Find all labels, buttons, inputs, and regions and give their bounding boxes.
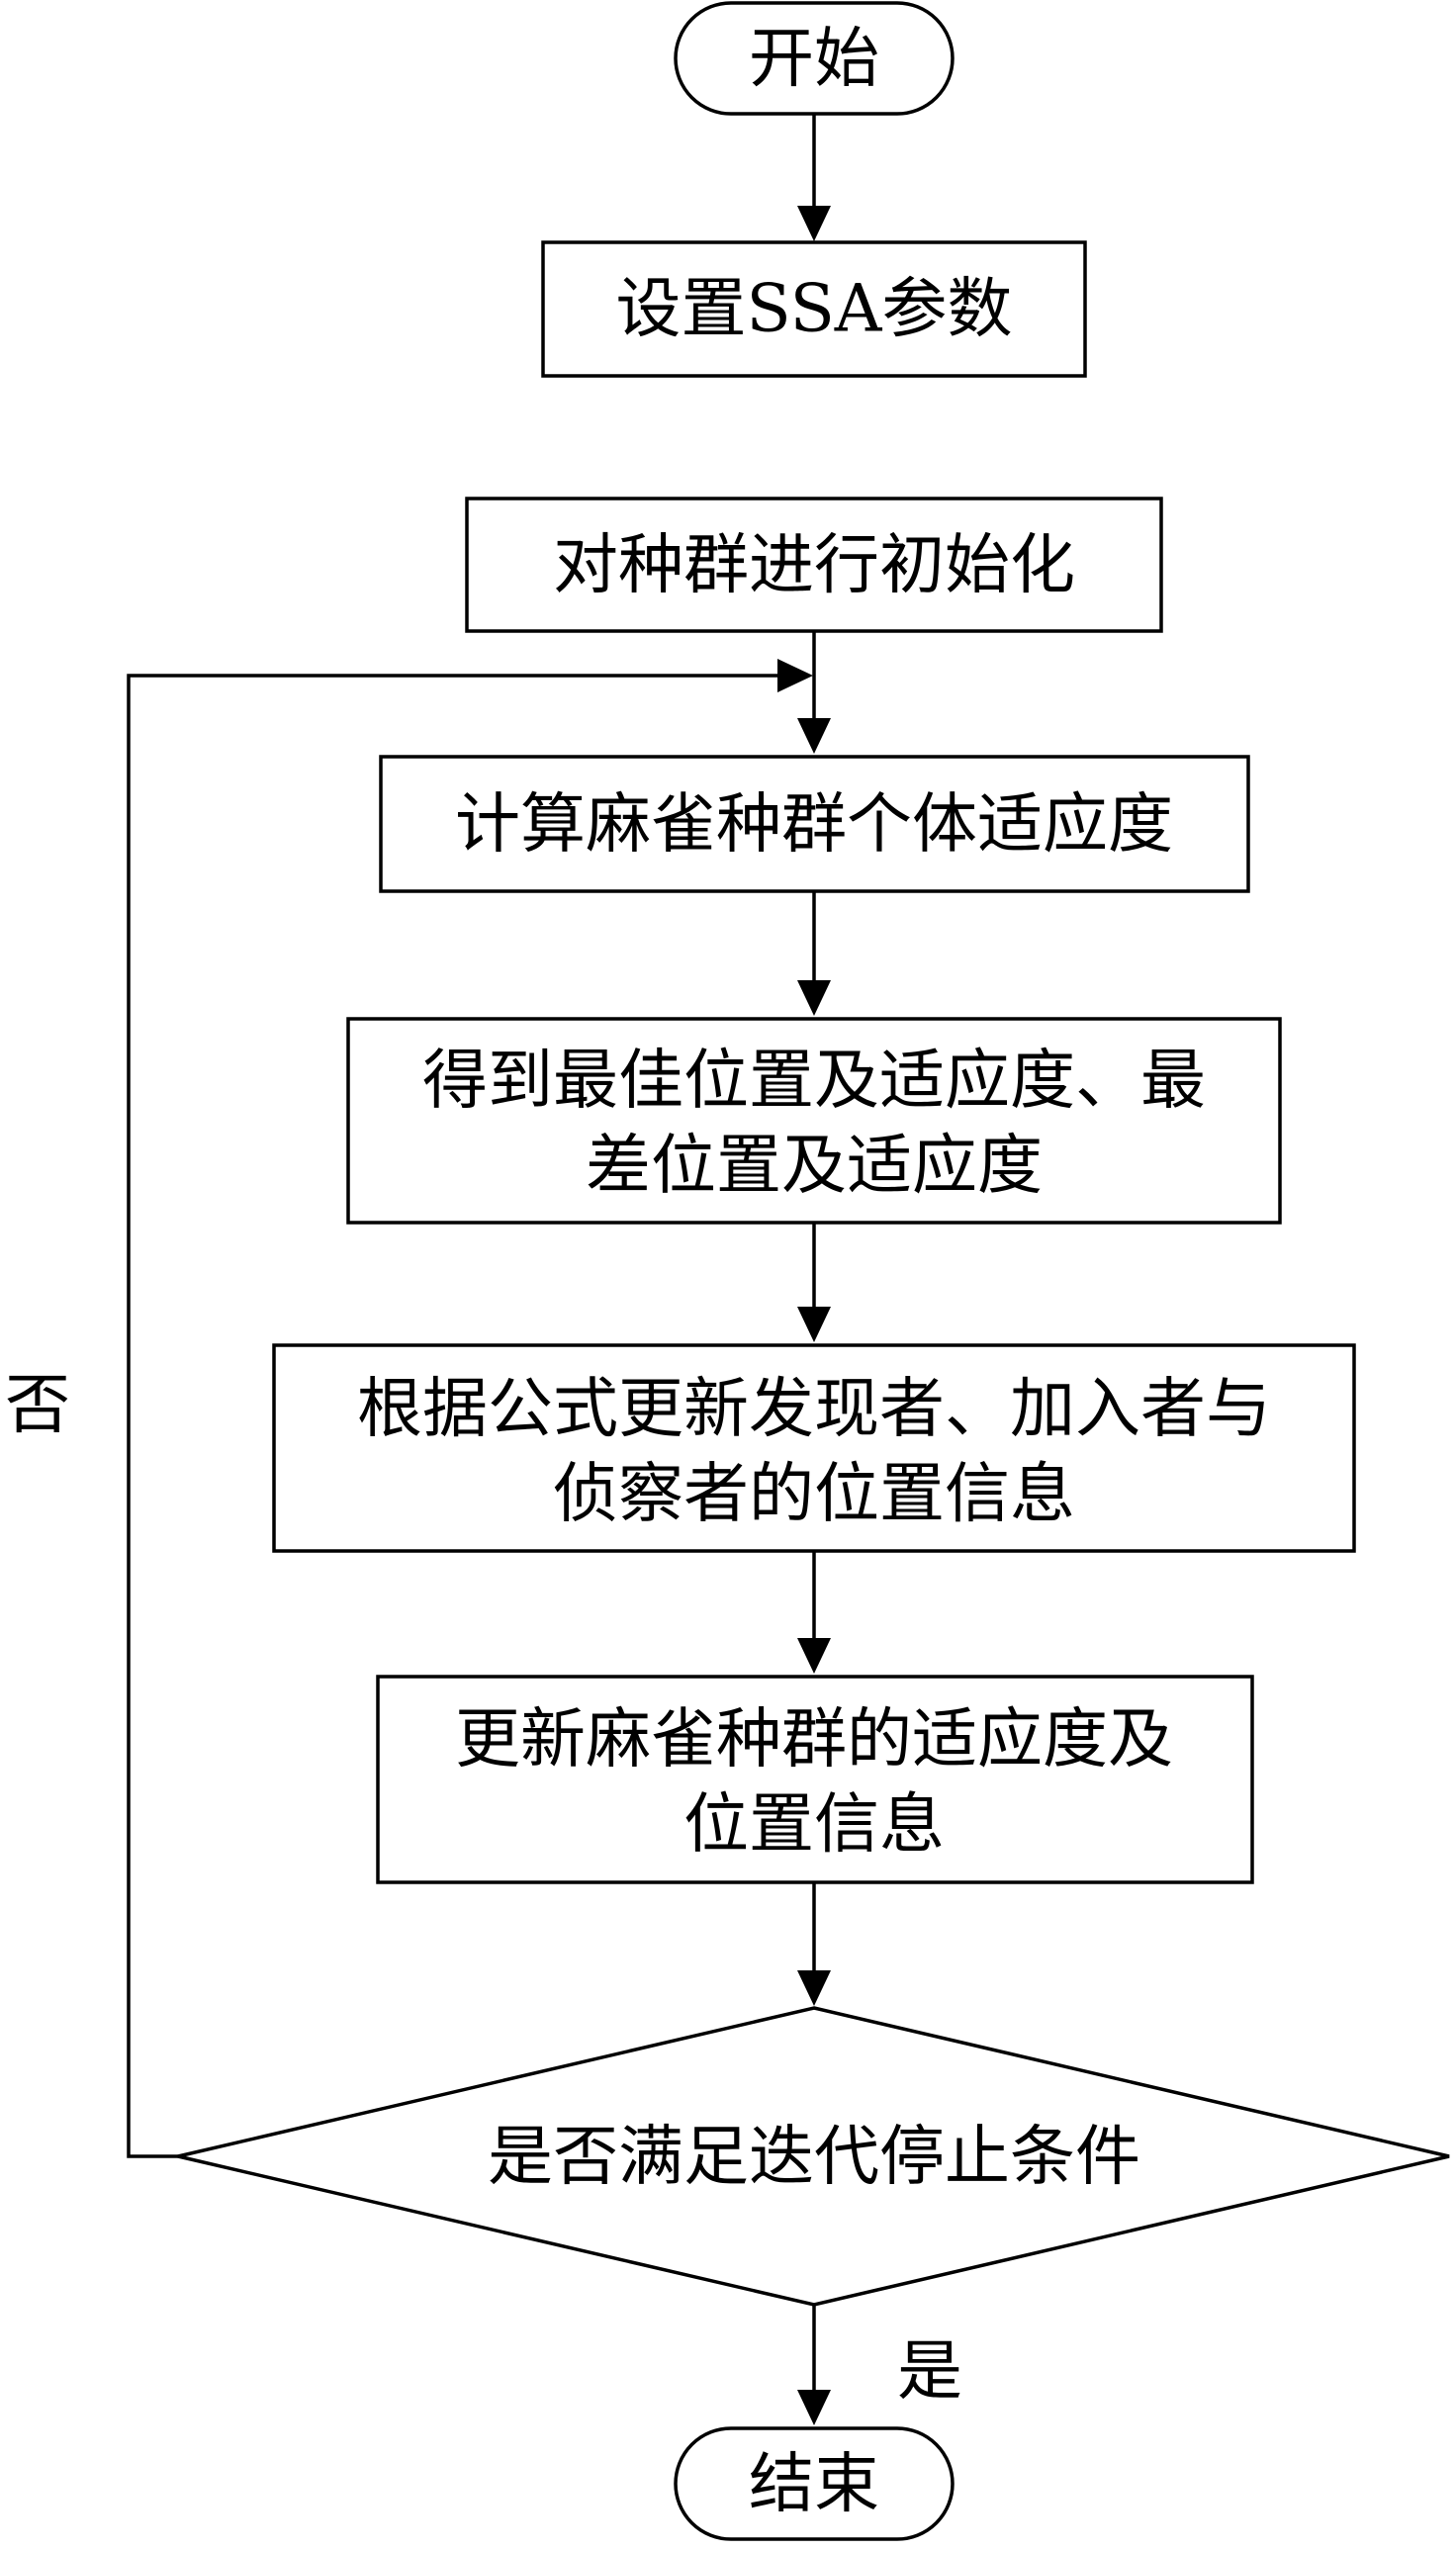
arrow-init-to-fitness (797, 631, 831, 754)
arrow-update-to-refit (797, 1551, 831, 1674)
update-fitness-line-1: 更新麻雀种群的适应度及 (455, 1701, 1173, 1777)
decision-label: 是否满足迭代停止条件 (488, 2119, 1140, 2195)
decision-node: 是否满足迭代停止条件 (177, 2006, 1450, 2307)
end-node: 结束 (674, 2426, 955, 2541)
end-label: 结束 (749, 2446, 879, 2522)
compute-fitness-label: 计算麻雀种群个体适应度 (455, 786, 1173, 863)
start-label: 开始 (749, 21, 879, 97)
best-worst-line-2: 差位置及适应度 (586, 1128, 1043, 1204)
compute-fitness-node: 计算麻雀种群个体适应度 (379, 755, 1250, 893)
set-params-node: 设置SSA参数 (541, 240, 1087, 378)
set-params-label: 设置SSA参数 (616, 271, 1013, 347)
update-fitness-line-2: 位置信息 (683, 1786, 945, 1863)
arrow-best-to-update (797, 1223, 831, 1342)
update-positions-node: 根据公式更新发现者、加入者与 侦察者的位置信息 (272, 1343, 1356, 1553)
arrow-start-to-params (797, 114, 831, 241)
arrow-refit-to-decision (797, 1882, 831, 2006)
update-positions-line-2: 侦察者的位置信息 (553, 1456, 1075, 1532)
best-worst-node: 得到最佳位置及适应度、最 差位置及适应度 (346, 1017, 1282, 1225)
update-fitness-node: 更新麻雀种群的适应度及 位置信息 (376, 1675, 1254, 1884)
best-worst-line-1: 得到最佳位置及适应度、最 (422, 1043, 1206, 1119)
arrow-decision-to-end (797, 2305, 831, 2425)
init-population-node: 对种群进行初始化 (465, 497, 1163, 633)
yes-branch-label: 是 (897, 2333, 962, 2410)
loop-back-arrow (127, 659, 813, 2158)
arrow-fitness-to-best (797, 891, 831, 1016)
update-positions-line-1: 根据公式更新发现者、加入者与 (357, 1371, 1271, 1447)
init-population-label: 对种群进行初始化 (553, 527, 1075, 603)
no-branch-label: 否 (5, 1367, 70, 1443)
start-node: 开始 (674, 1, 955, 116)
